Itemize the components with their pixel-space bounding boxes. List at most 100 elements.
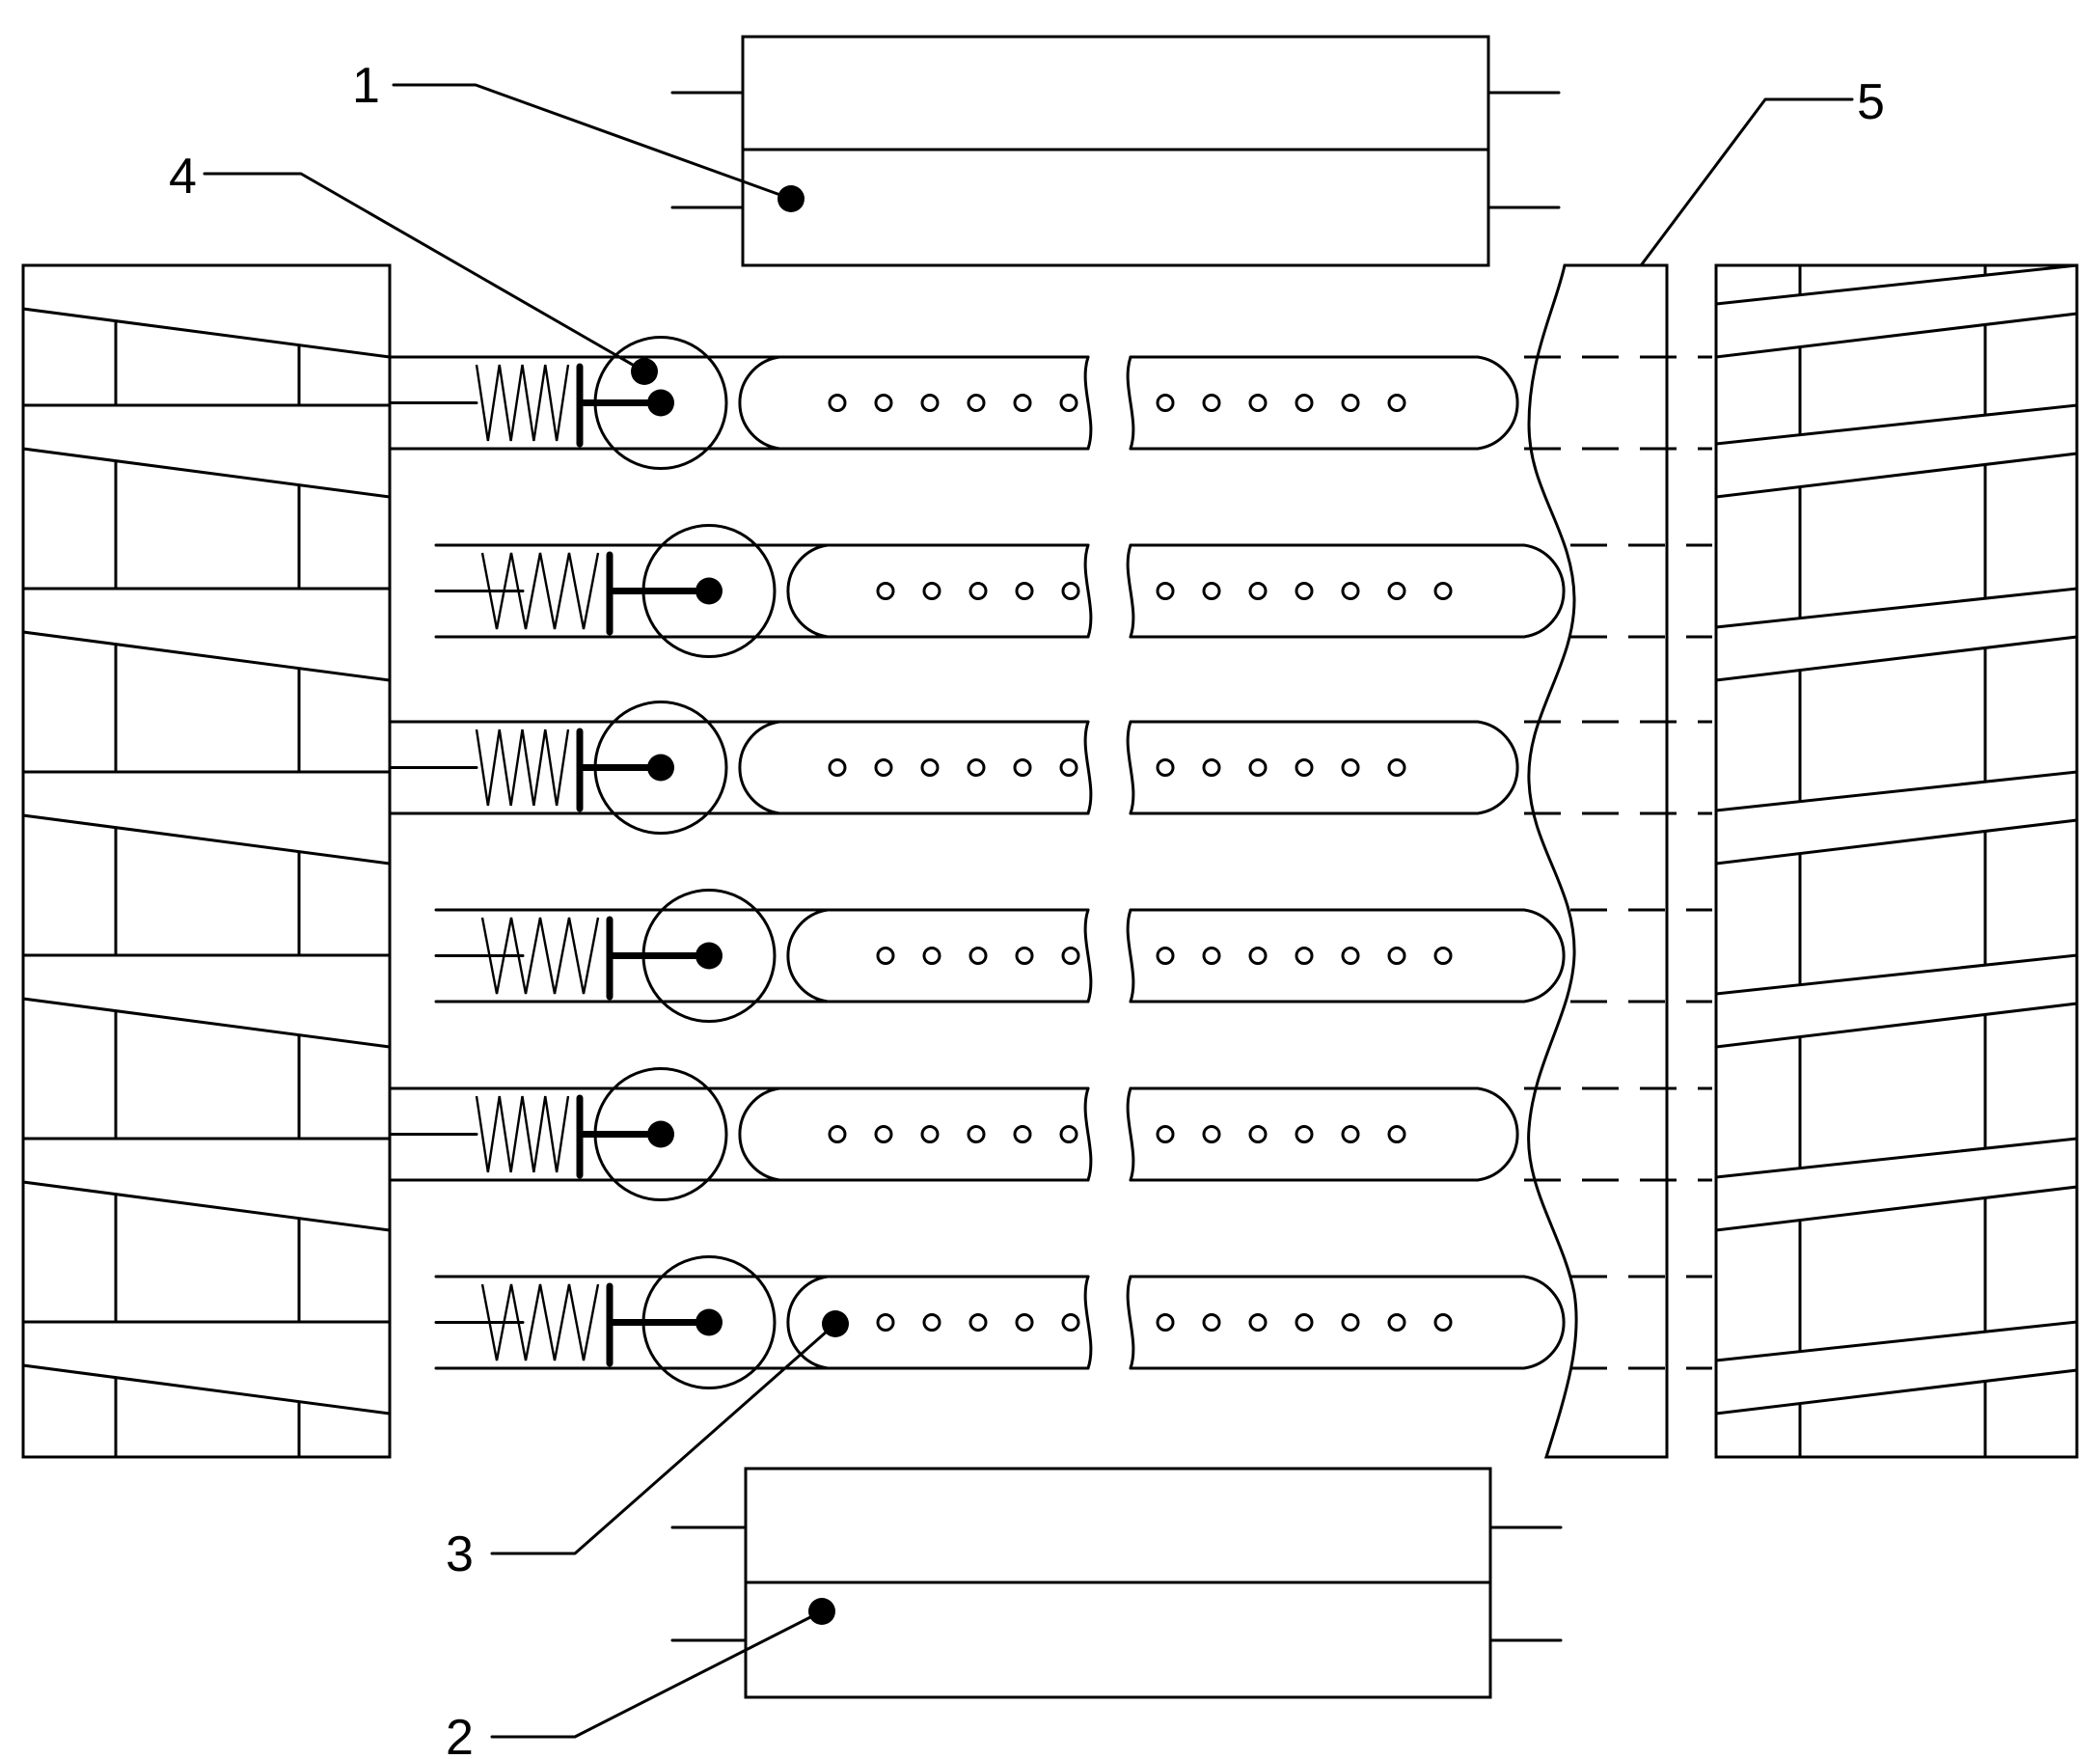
pin-break [1085,357,1091,449]
pin-hole [1250,760,1266,776]
pin-hole [1343,1127,1358,1142]
pin-hole [1296,760,1312,776]
spring [477,729,568,806]
pin-hole [1389,948,1405,964]
pin-hole [922,760,938,776]
pin-rounded-end [1131,1088,1517,1180]
pin-hole [1296,1127,1312,1142]
pin-hole [1061,1127,1077,1142]
spring [477,365,568,441]
callout-label-5: 5 [1857,74,1885,130]
pin-row [390,1069,1517,1200]
pin-nose [788,545,828,637]
pin-row [436,526,1564,657]
pin-hole [1017,1315,1032,1331]
pin-hole [970,948,986,964]
pin-break [1085,722,1091,813]
callout-label-2: 2 [446,1710,474,1759]
pin-nose [740,357,779,449]
pin-hole [1435,1315,1451,1331]
pin-break [1085,910,1091,1002]
pin-break [1128,910,1133,1002]
pin-hole [970,584,986,599]
pin-hole [1435,584,1451,599]
pin-hole [878,584,893,599]
pin-break [1085,1088,1091,1180]
pin-hole [1061,760,1077,776]
pin-hole [1389,760,1405,776]
pin-break [1128,357,1133,449]
pin-hole [1015,396,1030,411]
pin-hole [1204,760,1219,776]
pin-hole [1389,1315,1405,1331]
pin-hole [876,396,891,411]
pin-hole [1204,396,1219,411]
pin-hole [1296,948,1312,964]
callout-label-1: 1 [352,58,380,114]
pin-hole [830,396,845,411]
pin-hole [1296,1315,1312,1331]
pin-hole [922,1127,938,1142]
pin-break [1128,1088,1133,1180]
pin-hole [1063,584,1078,599]
pin-nose [788,910,828,1002]
pin-break [1085,1277,1091,1368]
pin-hole [924,948,940,964]
pin-hole [1343,1315,1358,1331]
pin-hole [1015,1127,1030,1142]
pin-hole [1063,948,1078,964]
pin-hole [1158,1127,1173,1142]
pin-hole [1158,948,1173,964]
pin-hole [1389,1127,1405,1142]
pin-hole [1343,760,1358,776]
spring [477,1096,568,1172]
pin-nose [740,1088,779,1180]
pin-hole [924,584,940,599]
pin-hole [1250,1127,1266,1142]
pin-hole [1204,1315,1219,1331]
pin-hole [1389,396,1405,411]
pin-hole [1250,948,1266,964]
pin-break [1128,1277,1133,1368]
pin-nose [788,1277,828,1368]
pin-hole [830,1127,845,1142]
pin-hole [1343,584,1358,599]
pin-hole [924,1315,940,1331]
pin-hole [1158,760,1173,776]
pin-row [390,338,1517,469]
pin-hole [876,1127,891,1142]
pin-hole [878,1315,893,1331]
roller-pivot [647,755,674,782]
pin-nose [740,722,779,813]
pin-row [390,702,1517,834]
pin-break [1085,545,1091,637]
pin-hole [1204,948,1219,964]
pin-hole [1250,1315,1266,1331]
pin-rounded-end [1131,722,1517,813]
pin-break [1128,722,1133,813]
pin-hole [1343,396,1358,411]
pin-hole [1158,584,1173,599]
pin-hole [968,760,984,776]
pin-hole [968,396,984,411]
pin-hole [1158,1315,1173,1331]
bottom-box [672,1469,1561,1697]
pin-hole [876,760,891,776]
pin-hole [1389,584,1405,599]
pin-hole [1158,396,1173,411]
pin-hole [922,396,938,411]
pin-hole [1296,584,1312,599]
pin-break [1128,545,1133,637]
roller-pivot [647,1121,674,1148]
pin-rows [390,338,1564,1388]
pin-hole [970,1315,986,1331]
pin-hole [1250,584,1266,599]
pin-row [436,1257,1564,1388]
callout-1: 1 [352,58,805,212]
pin-hole [1063,1315,1078,1331]
pin-hole [1343,948,1358,964]
pin-hole [1204,1127,1219,1142]
pin-hole [878,948,893,964]
pin-row [436,891,1564,1022]
